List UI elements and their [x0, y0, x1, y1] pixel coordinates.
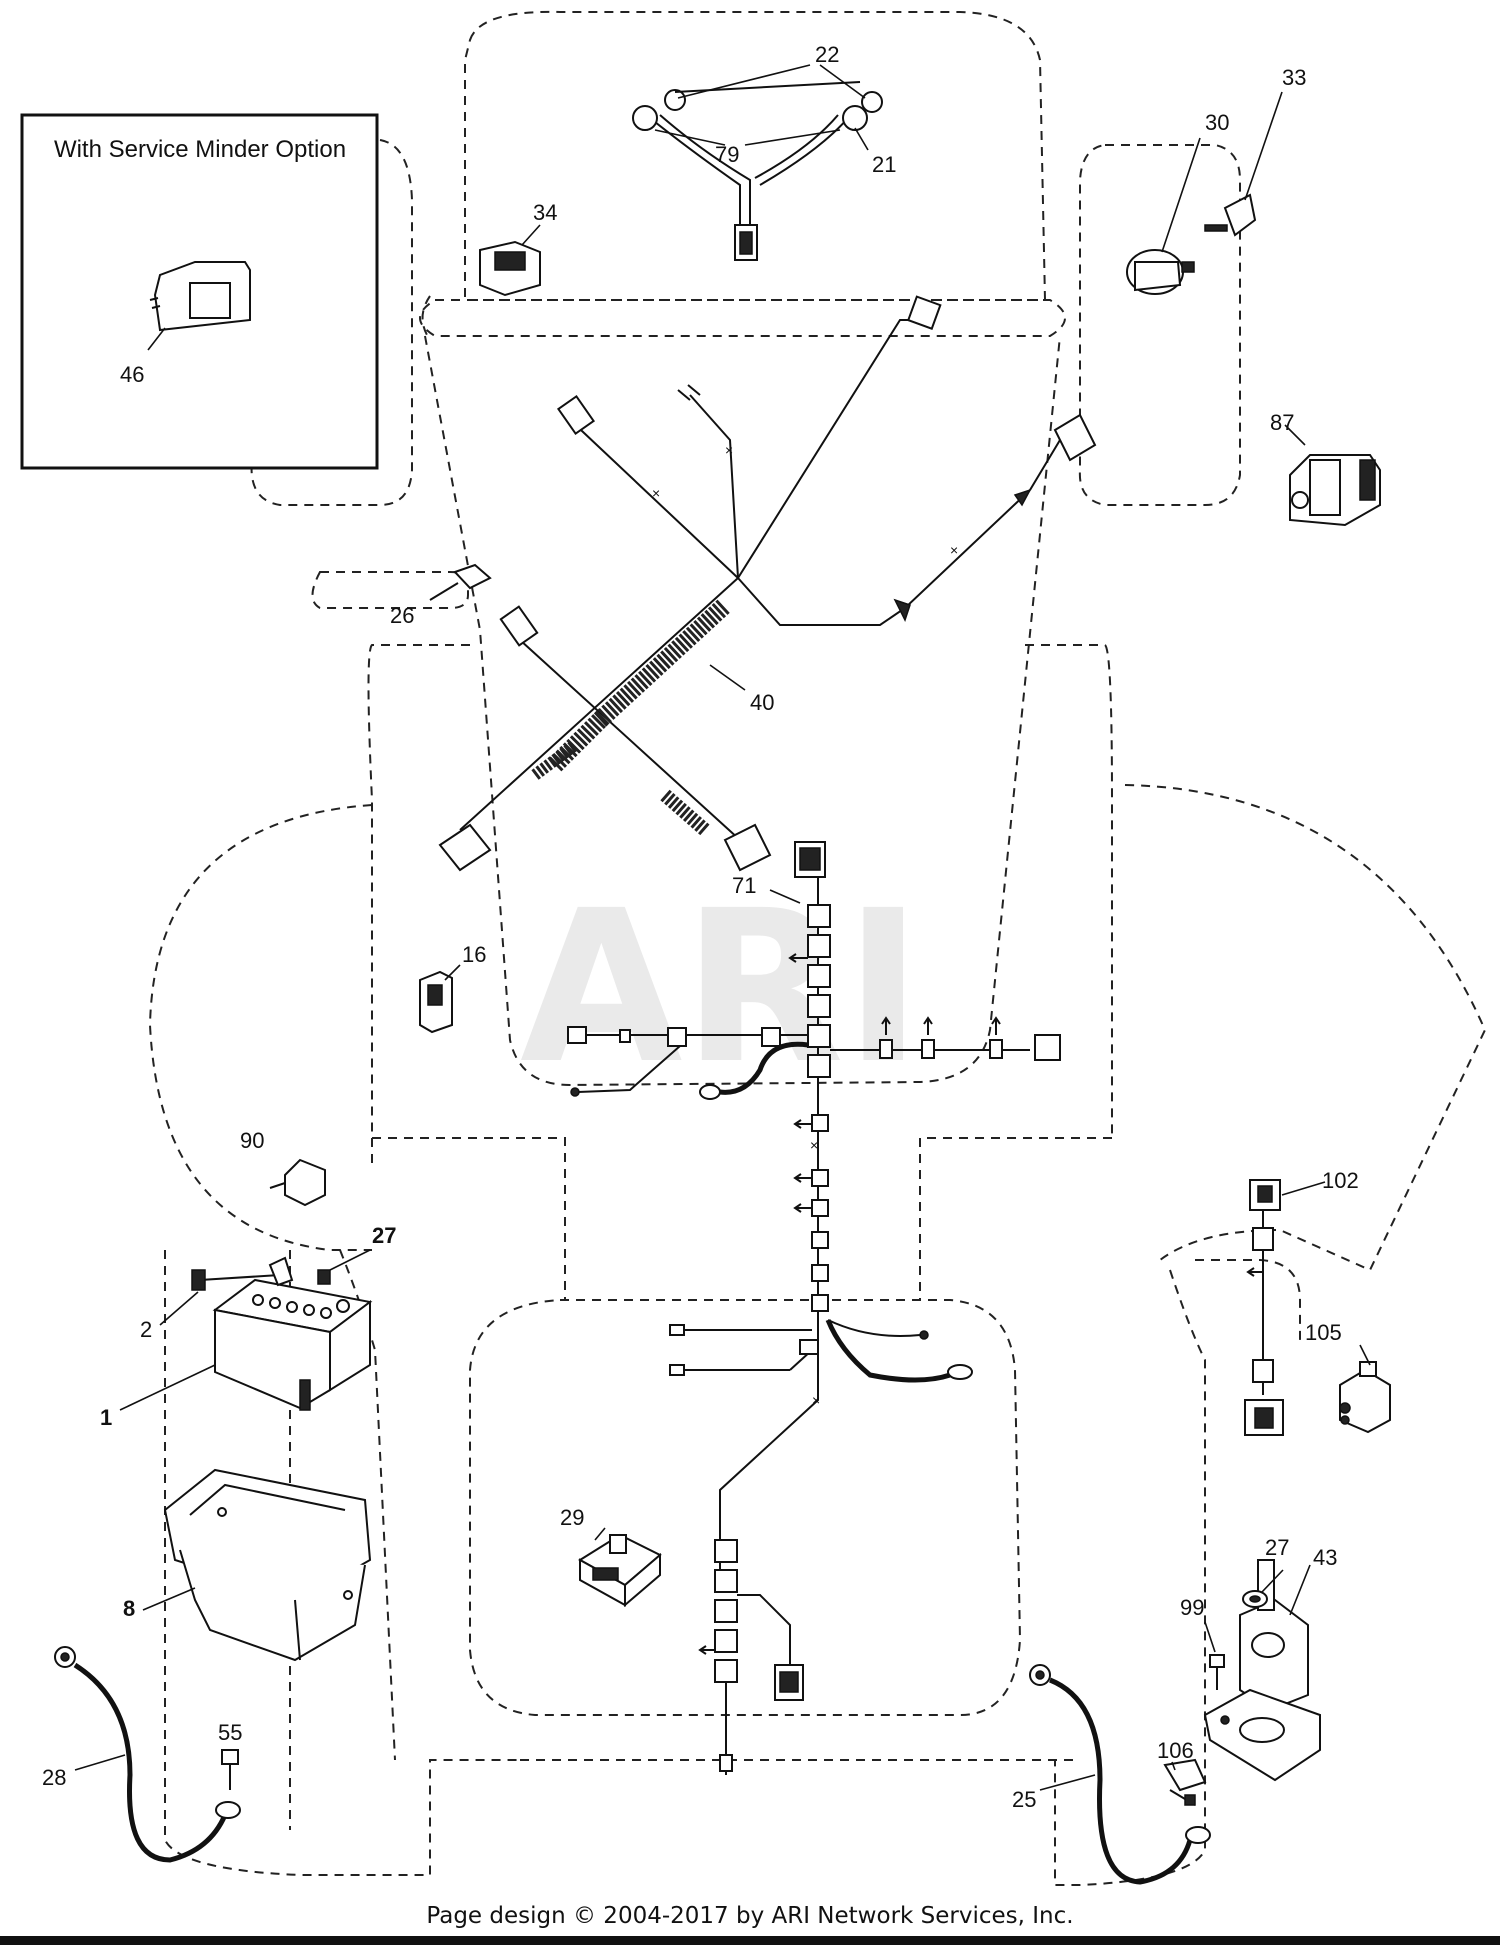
label-8: 8 [123, 1596, 135, 1621]
label-90: 90 [240, 1128, 264, 1153]
option-box-title: With Service Minder Option [54, 136, 346, 163]
label-34: 34 [533, 200, 557, 225]
label-99: 99 [1180, 1595, 1204, 1620]
nut-27-bottom [1242, 1590, 1268, 1608]
label-25: 25 [1012, 1787, 1036, 1812]
label-27-bottom: 27 [1265, 1535, 1289, 1560]
label-33: 33 [1282, 65, 1306, 90]
bolt-2 [191, 1256, 294, 1291]
label-30: 30 [1205, 110, 1229, 135]
headlight-harness [632, 81, 883, 261]
label-21: 21 [872, 152, 896, 177]
label-71: 71 [732, 873, 756, 898]
label-2: 2 [140, 1317, 152, 1342]
part-29-switch [578, 1533, 662, 1608]
label-46: 46 [120, 362, 144, 387]
label-16: 16 [462, 942, 486, 967]
label-55: 55 [218, 1720, 242, 1745]
hour-meter-part [149, 261, 251, 332]
battery-1 [212, 1278, 373, 1411]
bolt-99 [1209, 1654, 1225, 1690]
nut-27-top [317, 1269, 331, 1285]
label-40: 40 [750, 690, 774, 715]
ignition-switch-30 [1126, 249, 1195, 295]
svg-text:×: × [652, 485, 660, 501]
svg-text:×: × [810, 1137, 818, 1153]
starter-solenoid-43 [1203, 1559, 1321, 1782]
part-90 [269, 1158, 326, 1207]
label-29: 29 [560, 1505, 584, 1530]
switch-105 [1339, 1361, 1391, 1434]
service-minder-option-box: With Service Minder Option 46 [20, 113, 379, 470]
harness-71: × × [567, 841, 1061, 1775]
label-28: 28 [42, 1765, 66, 1790]
label-102: 102 [1322, 1168, 1359, 1193]
label-106: 106 [1157, 1738, 1194, 1763]
label-1: 1 [100, 1405, 112, 1430]
main-harness-40: × × × [438, 295, 1097, 872]
watermark: ARI [520, 865, 922, 1110]
copyright-footer: Page design © 2004-2017 by ARI Network S… [426, 1903, 1074, 1929]
label-26: 26 [390, 603, 414, 628]
battery-tray-8 [163, 1468, 372, 1662]
svg-text:×: × [725, 442, 733, 458]
label-87: 87 [1270, 410, 1294, 435]
svg-text:×: × [812, 1392, 820, 1408]
label-105: 105 [1305, 1320, 1342, 1345]
label-27-top: 27 [372, 1223, 396, 1248]
key-33 [1204, 193, 1257, 237]
harness-102 [1244, 1179, 1284, 1436]
part-34-switch [479, 240, 541, 297]
svg-text:×: × [950, 542, 958, 558]
cable-25 [1029, 1664, 1211, 1885]
label-43: 43 [1313, 1545, 1337, 1570]
clip-106 [1163, 1758, 1207, 1806]
part-87-switch [1289, 454, 1381, 527]
label-22: 22 [815, 42, 839, 67]
part-26-connector [429, 563, 492, 601]
label-79: 79 [715, 142, 739, 167]
screw-55 [221, 1749, 239, 1790]
bottom-bar [0, 1936, 1500, 1945]
part-16-switch [419, 970, 453, 1034]
cable-28 [54, 1646, 241, 1863]
